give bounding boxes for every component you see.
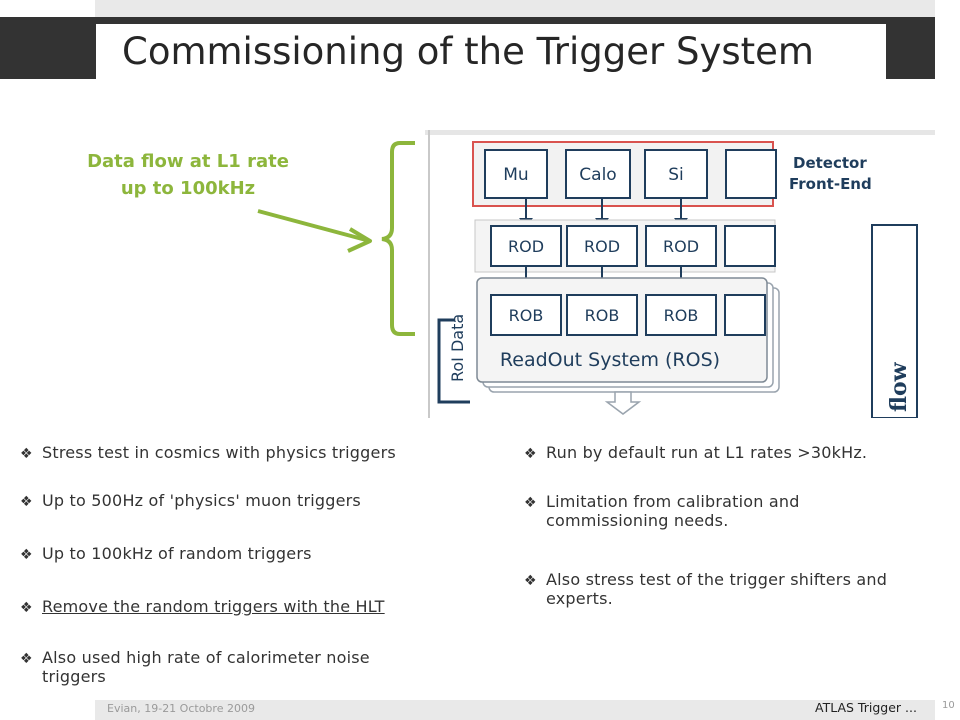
rod-box-1-label: ROD xyxy=(508,237,544,256)
flow-label: flow xyxy=(886,361,912,412)
left-bullet-4: ❖Remove the random triggers with the HLT xyxy=(20,597,385,616)
bullet-diamond-icon: ❖ xyxy=(524,573,537,589)
detector-label-line-2: Front-End xyxy=(789,175,872,193)
bullet-diamond-icon: ❖ xyxy=(20,651,33,667)
data-flow-bracket xyxy=(381,141,415,336)
footer-title: ATLAS Trigger ... xyxy=(815,700,917,715)
rod-box-2-label: ROD xyxy=(584,237,620,256)
bullet-diamond-icon: ❖ xyxy=(524,446,537,462)
ros-label: ReadOut System (ROS) xyxy=(500,349,720,371)
detector-box-mu xyxy=(484,149,548,199)
detector-box-si-label: Si xyxy=(668,165,684,185)
rod-box-3-label: ROD xyxy=(663,237,699,256)
rod-box-extra xyxy=(724,225,776,267)
right-bullet-2-continuation: commissioning needs. xyxy=(546,511,729,530)
left-bullet-3: ❖Up to 100kHz of random triggers xyxy=(20,544,312,563)
rob-box-3-label: ROB xyxy=(664,306,699,325)
top-strip xyxy=(95,0,935,18)
left-bullet-5: ❖Also used high rate of calorimeter nois… xyxy=(20,648,370,686)
title-panel xyxy=(96,24,886,80)
footer-date-location: Evian, 19-21 Octobre 2009 xyxy=(107,702,255,715)
callout-line-1: Data flow at L1 rate xyxy=(87,151,289,172)
right-bullet-3-continuation: experts. xyxy=(546,589,613,608)
page-number: 10 xyxy=(942,700,955,711)
roi-bracket xyxy=(437,318,470,404)
data-flow-callout: Data flow at L1 rate up to 100kHz xyxy=(48,148,328,202)
callout-arrowhead xyxy=(347,227,372,253)
rob-box-2-label: ROB xyxy=(585,306,620,325)
bullet-diamond-icon: ❖ xyxy=(20,547,33,563)
rod-box-1 xyxy=(490,225,562,267)
bullet-diamond-icon: ❖ xyxy=(20,600,33,616)
detector-box-mu-label: Mu xyxy=(503,165,528,185)
detector-box-calo-label: Calo xyxy=(579,165,616,185)
detector-box-calo xyxy=(565,149,631,199)
right-bullet-3: ❖Also stress test of the trigger shifter… xyxy=(524,570,888,608)
rob-box-1-label: ROB xyxy=(509,306,544,325)
bullet-diamond-icon: ❖ xyxy=(20,494,33,510)
roi-data-label: RoI Data xyxy=(448,314,467,382)
rob-box-2 xyxy=(566,294,638,336)
left-bullet-1: ❖Stress test in cosmics with physics tri… xyxy=(20,443,396,462)
bullet-diamond-icon: ❖ xyxy=(524,495,537,511)
detector-box-extra xyxy=(725,149,777,199)
footer-strip xyxy=(95,700,935,720)
callout-arrow xyxy=(257,209,367,242)
left-bullet-2: ❖Up to 500Hz of 'physics' muon triggers xyxy=(20,491,361,510)
left-bullet-5-continuation: triggers xyxy=(42,667,106,686)
trigger-dataflow-diagram: RoI Data Mu Calo Si Detector Front-End R… xyxy=(425,130,935,418)
detector-box-si xyxy=(644,149,708,199)
ros-output-arrow xyxy=(604,391,642,415)
bullet-diamond-icon: ❖ xyxy=(20,446,33,462)
detector-label-line-1: Detector xyxy=(793,154,867,172)
rob-box-1 xyxy=(490,294,562,336)
rob-box-extra xyxy=(724,294,766,336)
callout-line-2: up to 100kHz xyxy=(120,178,256,199)
right-bullet-2: ❖Limitation from calibration and commiss… xyxy=(524,492,800,530)
slide-title: Commissioning of the Trigger System xyxy=(122,30,814,73)
flow-side-box xyxy=(871,224,918,418)
rob-box-3 xyxy=(645,294,717,336)
right-bullet-1: ❖Run by default run at L1 rates >30kHz. xyxy=(524,443,868,462)
